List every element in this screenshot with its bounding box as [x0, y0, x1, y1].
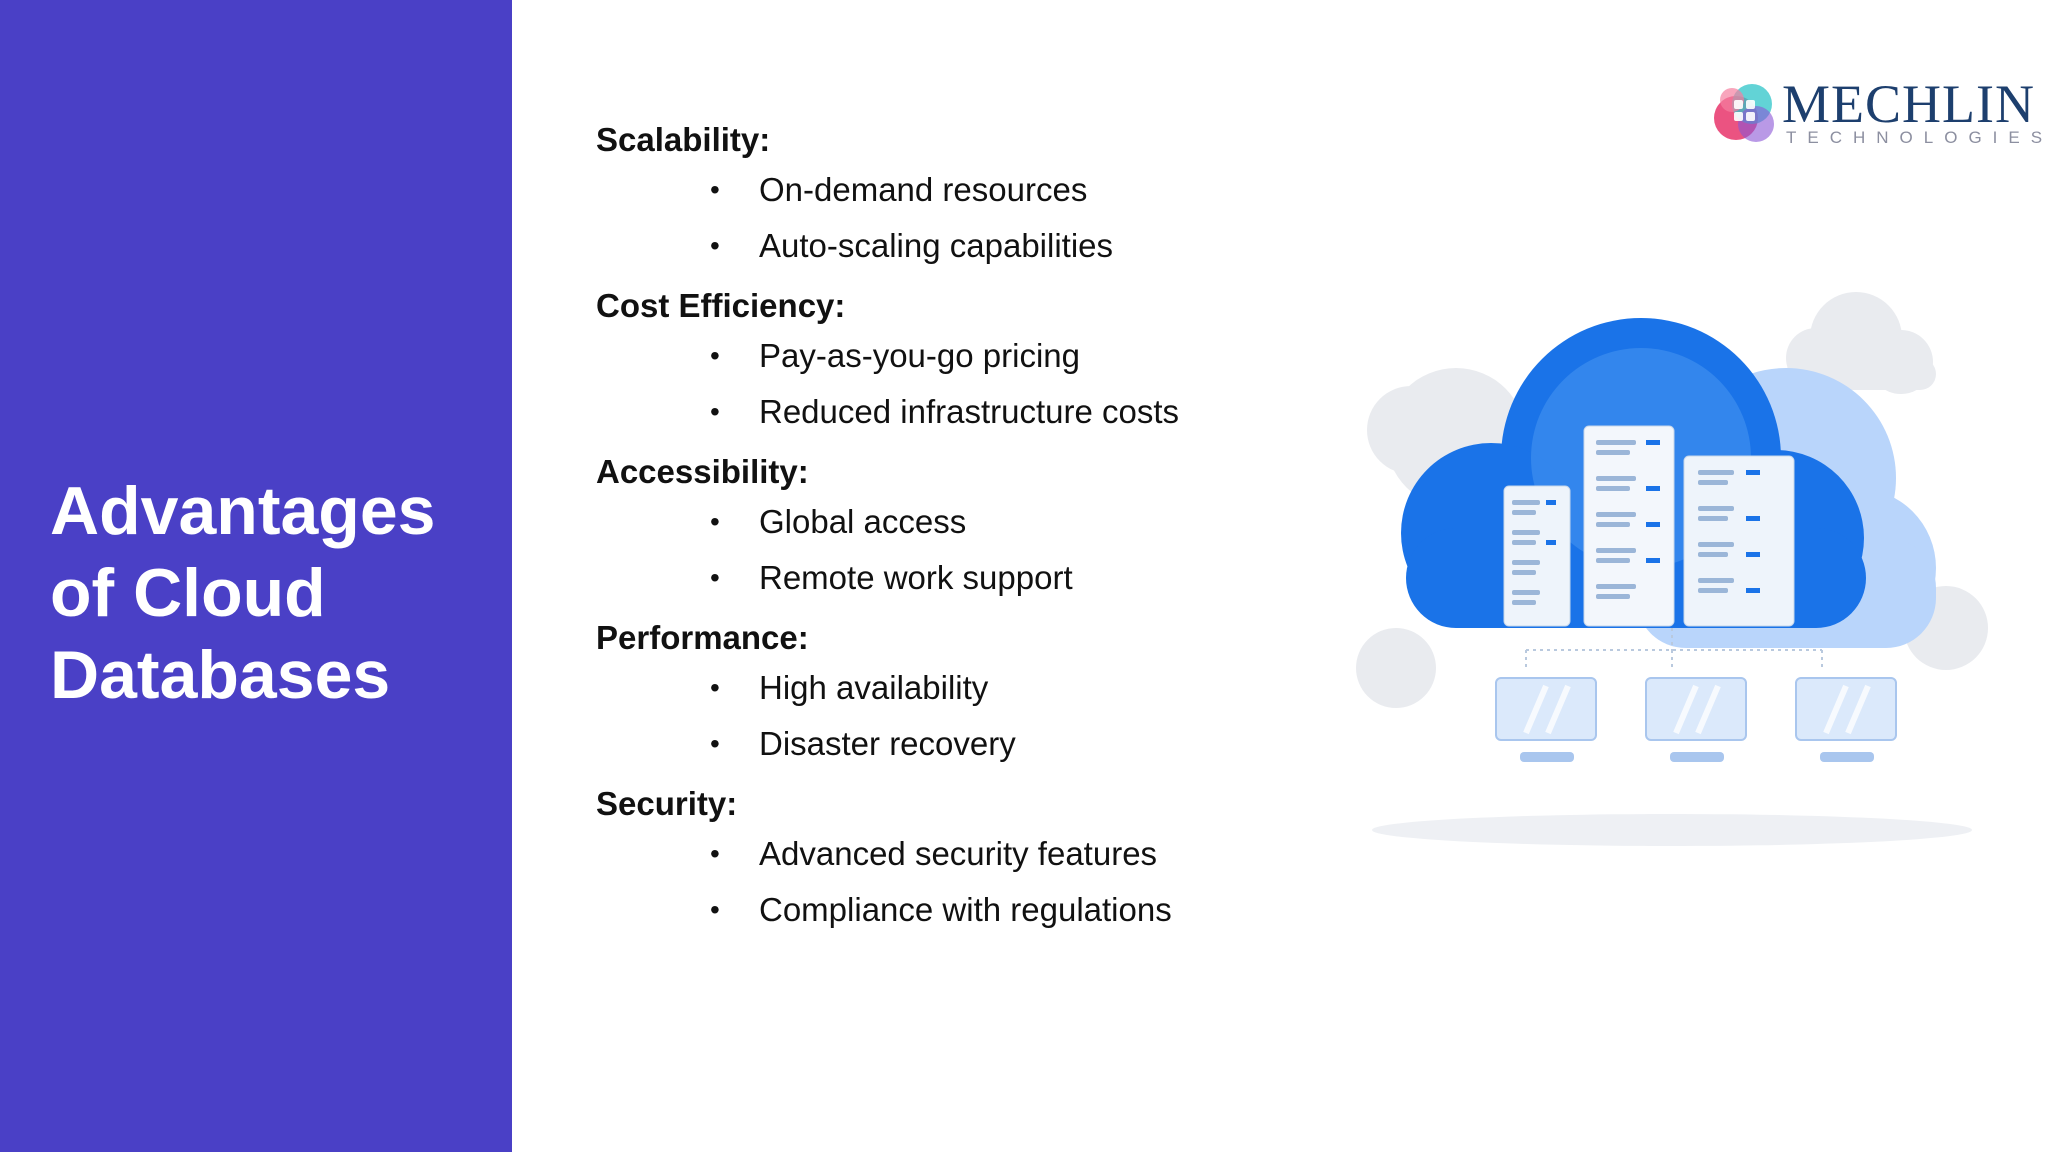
bullet-icon: •: [710, 396, 720, 427]
list-item-text: Advanced security features: [759, 835, 1158, 872]
list-item: • Advanced security features: [596, 826, 1356, 882]
title-panel: Advantages of Cloud Databases: [0, 0, 512, 1152]
list-item: • Compliance with regulations: [596, 882, 1356, 938]
logo-mark-icon: [1714, 84, 1774, 142]
list-item-text: Compliance with regulations: [759, 891, 1172, 928]
logo-wordmark: MECHLIN: [1782, 74, 2035, 134]
slide-title-line: Databases: [50, 637, 391, 713]
bullet-icon: •: [710, 562, 720, 593]
bullet-icon: •: [710, 340, 720, 371]
bullet-icon: •: [710, 838, 720, 869]
list-item: • High availability: [596, 660, 1356, 716]
section-heading-performance: Performance:: [596, 619, 809, 656]
advantages-list: Scalability: • On-demand resources • Aut…: [596, 118, 1356, 938]
list-item-text: High availability: [759, 669, 989, 706]
bullet-icon: •: [710, 174, 720, 205]
cloud-database-servers-icon: [1356, 292, 1988, 846]
section-heading-cost-efficiency: Cost Efficiency:: [596, 287, 846, 324]
list-item: • Global access: [596, 494, 1356, 550]
slide-title: Advantages of Cloud Databases: [50, 470, 490, 716]
list-item: • On-demand resources: [596, 162, 1356, 218]
company-logo: MECHLIN TECHNOLOGIES: [1706, 70, 2042, 160]
bullet-icon: •: [710, 672, 720, 703]
list-item: • Reduced infrastructure costs: [596, 384, 1356, 440]
logo-subtitle: TECHNOLOGIES: [1786, 128, 2048, 147]
list-item: • Auto-scaling capabilities: [596, 218, 1356, 274]
list-item: • Remote work support: [596, 550, 1356, 606]
section-heading-scalability: Scalability:: [596, 121, 771, 158]
bullet-icon: •: [710, 506, 720, 537]
list-item-text: On-demand resources: [759, 171, 1088, 208]
list-item-text: Pay-as-you-go pricing: [759, 337, 1080, 374]
bullet-icon: •: [710, 894, 720, 925]
section-heading-security: Security:: [596, 785, 738, 822]
list-item-text: Remote work support: [759, 559, 1073, 596]
list-item-text: Reduced infrastructure costs: [759, 393, 1180, 430]
list-item-text: Global access: [759, 503, 967, 540]
bullet-icon: •: [710, 230, 720, 261]
slide-title-line: Advantages: [50, 473, 436, 549]
list-item-text: Auto-scaling capabilities: [759, 227, 1114, 264]
list-item: • Pay-as-you-go pricing: [596, 328, 1356, 384]
list-item-text: Disaster recovery: [759, 725, 1016, 762]
list-item: • Disaster recovery: [596, 716, 1356, 772]
bullet-icon: •: [710, 728, 720, 759]
section-heading-accessibility: Accessibility:: [596, 453, 809, 490]
slide-title-line: of Cloud: [50, 555, 326, 631]
